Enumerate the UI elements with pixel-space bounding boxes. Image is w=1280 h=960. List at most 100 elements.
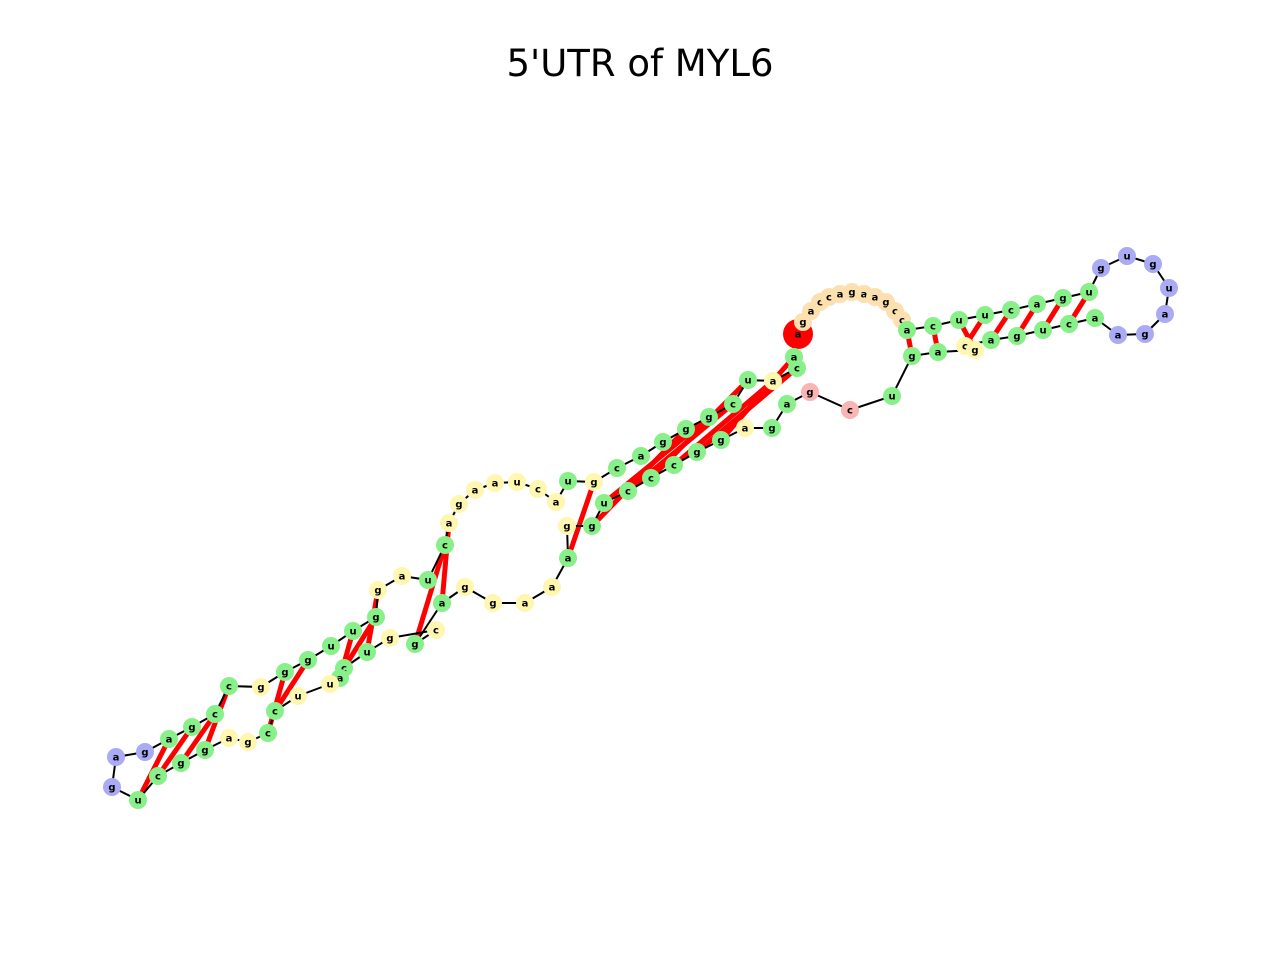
nucleotide-letter: a: [1034, 300, 1041, 311]
nucleotide-72: u: [129, 791, 147, 809]
nucleotide-66: c: [259, 724, 277, 742]
nucleotide-letter: u: [424, 576, 431, 587]
nucleotide-letter: c: [226, 682, 232, 693]
nucleotide-node: [369, 581, 387, 599]
base-pair-bond: [178, 712, 218, 765]
nucleotide-89: c: [436, 536, 454, 554]
nucleotide-43: g: [712, 431, 730, 449]
nucleotide-letter: g: [489, 599, 496, 610]
nucleotide-letter: g: [177, 759, 184, 770]
base-pair-bond: [439, 522, 452, 604]
nucleotide-letter: a: [492, 479, 499, 490]
nucleotide-17: c: [1002, 301, 1020, 319]
nucleotide-letter: a: [553, 498, 560, 509]
nucleotide-node: [1086, 309, 1104, 327]
nucleotide-node: [381, 629, 399, 647]
nucleotide-node: [289, 687, 307, 705]
nucleotide-node: [785, 348, 803, 366]
nucleotide-letter: c: [272, 707, 278, 718]
nucleotide-letter: a: [742, 424, 749, 435]
nucleotide-45: c: [665, 456, 683, 474]
nucleotide-node: [1136, 325, 1154, 343]
nucleotide-letter: g: [659, 438, 666, 449]
nucleotide-44: g: [688, 443, 706, 461]
nucleotide-node: [585, 473, 603, 491]
nucleotide-letter: u: [564, 477, 571, 488]
nucleotide-node: [358, 643, 376, 661]
nucleotide-node: [966, 341, 984, 359]
nucleotide-letter: u: [513, 478, 520, 489]
nucleotide-letter: g: [244, 738, 251, 749]
nucleotide-24: u: [1160, 279, 1178, 297]
nucleotide-letter: g: [386, 634, 393, 645]
nucleotide-42: a: [736, 419, 754, 437]
nucleotide-letter: c: [671, 461, 677, 472]
nucleotide-letter: a: [1115, 331, 1122, 342]
nucleotide-letter: a: [522, 599, 529, 610]
nucleotide-letter: g: [374, 586, 381, 597]
nucleotide-letter: c: [442, 541, 448, 552]
nucleotide-letter: a: [808, 307, 815, 318]
nucleotide-22: u: [1118, 247, 1136, 265]
nucleotide-node: [107, 748, 125, 766]
nucleotide-54: g: [484, 594, 502, 612]
nucleotide-letter: u: [326, 680, 333, 691]
nucleotide-node: [1008, 327, 1026, 345]
nucleotide-node: [1118, 247, 1136, 265]
nucleotide-letter: u: [134, 796, 141, 807]
nucleotide-76: a: [160, 730, 178, 748]
nucleotide-23: g: [1144, 255, 1162, 273]
nucleotide-letter: g: [201, 746, 208, 757]
nucleotide-node: [632, 447, 650, 465]
nucleotide-letter: a: [784, 400, 791, 411]
nucleotide-node: [1109, 326, 1127, 344]
nucleotide-letter: g: [372, 613, 379, 624]
nucleotide-letter: c: [930, 322, 936, 333]
nucleotide-node: [1028, 295, 1046, 313]
nucleotide-105: u: [739, 371, 757, 389]
nucleotide-node: [516, 594, 534, 612]
nucleotide-letter: c: [614, 464, 620, 475]
nucleotide-81: g: [276, 663, 294, 681]
nucleotide-letter: c: [892, 307, 898, 318]
nucleotide-70: g: [172, 754, 190, 772]
nucleotide-106: a: [764, 372, 782, 390]
nucleotide-19: g: [1054, 289, 1072, 307]
nucleotide-node: [136, 743, 154, 761]
nucleotide-letter: u: [1039, 326, 1046, 337]
nucleotide-node: [183, 718, 201, 736]
nucleotide-letter: g: [590, 478, 597, 489]
nucleotide-letter: c: [1008, 306, 1014, 317]
base-pair-bond: [341, 615, 379, 670]
nucleotide-letter: c: [730, 400, 736, 411]
nucleotide-letter: c: [847, 406, 853, 417]
nucleotide-letter: c: [341, 664, 347, 675]
nucleotide-13: a: [898, 321, 916, 339]
nucleotide-node: [903, 347, 921, 365]
nucleotide-85: g: [367, 608, 385, 626]
nucleotide-letter: g: [908, 352, 915, 363]
nucleotide-letter: a: [565, 554, 572, 565]
nucleotide-node: [220, 729, 238, 747]
nucleotide-node: [700, 408, 718, 426]
nucleotide-letter: g: [257, 683, 264, 694]
nucleotide-53: a: [516, 594, 534, 612]
nucleotide-letter: g: [799, 318, 806, 329]
nucleotide-node: [1144, 255, 1162, 273]
nucleotide-letter: g: [693, 448, 700, 459]
nucleotide-node: [1080, 283, 1098, 301]
nucleotide-node: [724, 395, 742, 413]
nucleotide-98: g: [585, 473, 603, 491]
nucleotide-node: [1002, 301, 1020, 319]
nucleotide-node: [929, 343, 947, 361]
nucleotide-96: a: [547, 493, 565, 511]
nucleotide-letter: g: [281, 668, 288, 679]
nucleotide-letter: g: [717, 436, 724, 447]
nucleotide-29: c: [1060, 315, 1078, 333]
nucleotide-letter: a: [113, 753, 120, 764]
nucleotide-39: g: [801, 383, 819, 401]
nucleotide-letter: a: [166, 735, 173, 746]
nucleotide-node: [583, 517, 601, 535]
nucleotide-letter: c: [1066, 320, 1072, 331]
